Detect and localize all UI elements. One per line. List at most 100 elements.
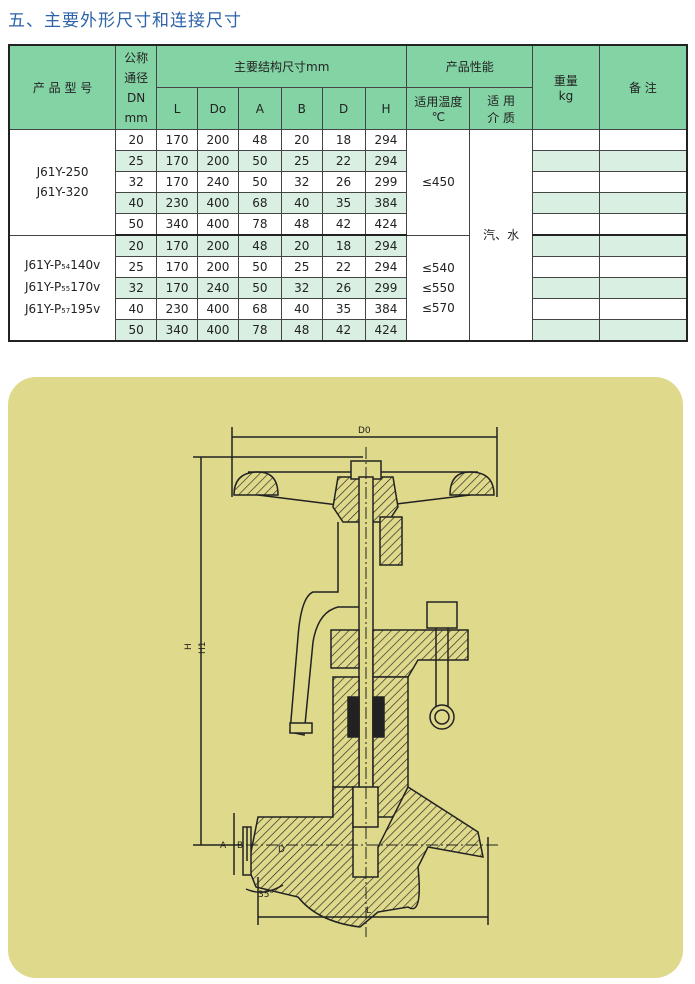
dim-cell: 400 — [197, 298, 239, 320]
dim-cell: 32 — [280, 277, 323, 299]
dim-cell: 40 — [280, 298, 323, 320]
dim-cell: 48 — [280, 213, 323, 236]
weight-cell — [532, 171, 600, 193]
temp-cell: ≤450 — [406, 129, 471, 236]
header-dim: H — [364, 87, 408, 130]
dim-cell: 240 — [197, 171, 239, 193]
dim-cell: 384 — [364, 192, 408, 214]
dim-cell: 20 — [280, 234, 323, 257]
weight-cell — [532, 319, 600, 342]
dim-cell: 340 — [156, 213, 198, 236]
bonnet-flange — [372, 629, 469, 678]
dim-cell: 200 — [197, 150, 239, 172]
dim-cell: 294 — [364, 150, 408, 172]
handwheel-rim-left — [233, 471, 279, 496]
dn-cell: 32 — [115, 277, 158, 299]
temp-value: ≤450 — [421, 175, 455, 190]
remark-cell — [598, 129, 688, 151]
dim-cell: 294 — [364, 256, 408, 278]
dim-cell: 26 — [321, 171, 366, 193]
weight-cell — [532, 192, 600, 214]
weight-cell — [532, 234, 600, 257]
dim-cell: 230 — [156, 192, 198, 214]
dim-cell: 170 — [156, 129, 198, 151]
dim-cell: 78 — [237, 319, 282, 342]
dim-cell: 68 — [237, 192, 282, 214]
dim-cell: 200 — [197, 234, 239, 257]
header-dim: A — [237, 87, 282, 130]
dim-cell: 18 — [321, 234, 366, 257]
model-name: J61Y-250 — [36, 165, 89, 180]
model-name: J61Y-P54140v — [24, 257, 101, 272]
dn-cell: 50 — [115, 213, 158, 236]
dim-cell: 200 — [197, 256, 239, 278]
dim-cell: 384 — [364, 298, 408, 320]
dim-cell: 170 — [156, 150, 198, 172]
h1-label: H1 — [198, 642, 208, 655]
dn-cell: 32 — [115, 171, 158, 193]
dim-cell: 68 — [237, 298, 282, 320]
dim-cell: 400 — [197, 192, 239, 214]
temp-value: ≤540 — [421, 260, 455, 275]
dim-cell: 240 — [197, 277, 239, 299]
model-name: J61Y-P57195v — [24, 301, 101, 316]
handwheel-rim-right — [449, 471, 495, 496]
header-temp: 适用温度℃ — [406, 87, 471, 130]
dim-cell: 200 — [197, 129, 239, 151]
dim-cell: 48 — [237, 129, 282, 151]
dim-cell: 40 — [280, 192, 323, 214]
b-label: B — [237, 841, 243, 851]
header-medium: 适 用介 质 — [469, 87, 534, 130]
remark-cell — [598, 298, 688, 320]
valve-drawing-panel: D0 H H1 A B D L 35° — [8, 377, 683, 978]
header-dim: B — [280, 87, 323, 130]
model-name: J61Y-320 — [36, 185, 89, 200]
dim-cell: 424 — [364, 319, 408, 342]
valve-body — [247, 785, 484, 928]
weight-cell — [532, 277, 600, 299]
dim-cell: 26 — [321, 277, 366, 299]
valve-drawing: D0 H H1 A B D L 35° — [184, 426, 498, 937]
dn-cell: 20 — [115, 234, 158, 257]
dim-cell: 22 — [321, 150, 366, 172]
bolt-nut — [426, 601, 458, 629]
model-name: J61Y-P55170v — [24, 279, 101, 294]
dim-cell: 78 — [237, 213, 282, 236]
dim-cell: 32 — [280, 171, 323, 193]
dim-cell: 48 — [280, 319, 323, 342]
dn-cell: 40 — [115, 298, 158, 320]
dim-cell: 25 — [280, 150, 323, 172]
remark-cell — [598, 171, 688, 193]
section-title: 五、主要外形尺寸和连接尺寸 — [8, 11, 242, 31]
dim-cell: 18 — [321, 129, 366, 151]
dim-cell: 42 — [321, 319, 366, 342]
remark-cell — [598, 213, 688, 236]
dim-cell: 50 — [237, 171, 282, 193]
dn-cell: 20 — [115, 129, 158, 151]
weight-cell — [532, 256, 600, 278]
dim-cell: 294 — [364, 129, 408, 151]
dim-cell: 48 — [237, 234, 282, 257]
header-model: 产 品 型 号 — [8, 44, 117, 130]
dim-cell: 22 — [321, 256, 366, 278]
remark-cell — [598, 150, 688, 172]
temp-value: ≤570 — [421, 300, 455, 315]
temp-value: ≤550 — [421, 280, 455, 295]
dim-cell: 170 — [156, 277, 198, 299]
do-label: D0 — [358, 426, 371, 436]
dim-cell: 20 — [280, 129, 323, 151]
dim-cell: 299 — [364, 277, 408, 299]
dim-cell: 35 — [321, 298, 366, 320]
weight-cell — [532, 298, 600, 320]
header-dims-group: 主要结构尺寸mm — [156, 44, 408, 88]
dim-cell: 35 — [321, 192, 366, 214]
angle-label: 35° — [258, 890, 274, 900]
